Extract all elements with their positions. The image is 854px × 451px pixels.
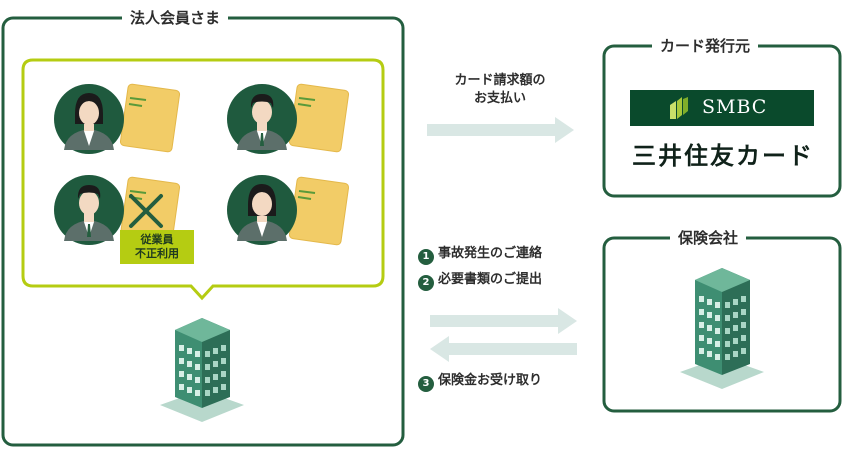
smbc-leaf-icon bbox=[670, 97, 688, 119]
employee-avatar-2 bbox=[227, 83, 350, 154]
insurer-frame-title: 保険会社 bbox=[670, 228, 747, 248]
fraud-cross-icon bbox=[129, 194, 163, 228]
step-text-3: 保険金お受け取り bbox=[438, 373, 543, 388]
corporate-frame-title: 法人会員さま bbox=[122, 8, 229, 28]
step-number-2: 2 bbox=[418, 275, 434, 291]
payment-arrow bbox=[427, 117, 574, 143]
payout-arrow bbox=[430, 336, 577, 362]
step-2: 2 必要書類のご提出 bbox=[418, 271, 542, 291]
payment-flow-line1: カード請求額の bbox=[454, 73, 546, 88]
employee-avatar-3 bbox=[54, 175, 181, 246]
step-number-3: 3 bbox=[418, 376, 434, 392]
claim-arrow bbox=[430, 308, 577, 334]
step-3: 3 保険金お受け取り bbox=[418, 372, 542, 392]
step-text-1: 事故発生のご連絡 bbox=[438, 246, 543, 261]
insurer-building-icon bbox=[680, 268, 764, 389]
fraud-badge-line1: 従業員 bbox=[140, 233, 174, 246]
fraud-badge: 従業員 不正利用 bbox=[120, 230, 194, 264]
payment-flow-line2: お支払い bbox=[473, 91, 526, 106]
step-1: 1 事故発生のご連絡 bbox=[418, 245, 542, 265]
step-text-2: 必要書類のご提出 bbox=[438, 272, 543, 287]
fraud-badge-line2: 不正利用 bbox=[135, 247, 179, 260]
issuer-frame-title: カード発行元 bbox=[652, 36, 759, 56]
brand-name-jp: 三井住友カード bbox=[632, 142, 814, 170]
employee-avatar-1 bbox=[54, 83, 181, 154]
payment-flow-label: カード請求額の お支払い bbox=[440, 72, 560, 108]
corporate-building-icon bbox=[160, 318, 244, 422]
smbc-logo-text: SMBC bbox=[702, 96, 768, 118]
smbc-logo-band: SMBC bbox=[630, 90, 814, 126]
step-number-1: 1 bbox=[418, 249, 434, 265]
employee-avatar-4 bbox=[227, 175, 350, 246]
